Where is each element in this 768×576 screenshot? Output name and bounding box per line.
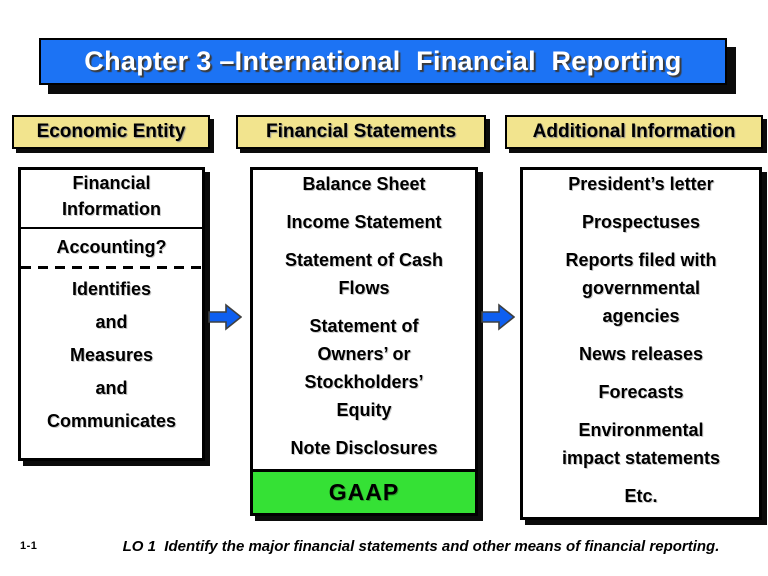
additional-information-list: President’s letter Prospectuses Reports … <box>523 170 759 510</box>
government-reports-line2: governmental <box>581 278 701 298</box>
financial-information-label: Financial Information <box>42 170 182 222</box>
forecasts-label: Forecasts <box>598 382 684 402</box>
dashed-divider <box>21 266 202 269</box>
header-additional-information: Additional Information <box>505 115 763 149</box>
list-item-etc: Etc. <box>523 482 759 510</box>
solid-divider <box>21 227 202 229</box>
financial-statements-list: Balance Sheet Income Statement Statement… <box>253 170 475 469</box>
note-disclosures-label: Note Disclosures <box>290 438 438 458</box>
list-item-government-reports: Reports filed with governmental agencies <box>523 246 759 330</box>
owners-equity-line1: Statement of <box>309 316 419 336</box>
header-economic-entity-label: Economic Entity <box>36 121 186 142</box>
action-and-2: and <box>95 378 128 398</box>
news-releases-label: News releases <box>578 344 704 364</box>
financial-information-line2: Information <box>62 199 161 219</box>
owners-equity-line4: Equity <box>336 400 392 420</box>
list-item-owners-equity: Statement of Owners’ or Stockholders’ Eq… <box>253 312 475 424</box>
action-and-1: and <box>95 312 128 332</box>
right-arrow-icon <box>481 303 515 331</box>
gaap-box: GAAP <box>253 469 475 513</box>
list-item-presidents-letter: President’s letter <box>523 170 759 198</box>
gaap-label: GAAP <box>328 479 400 505</box>
environmental-line1: Environmental <box>578 420 704 440</box>
financial-statements-panel: Balance Sheet Income Statement Statement… <box>250 167 478 516</box>
list-item-balance-sheet: Balance Sheet <box>253 170 475 198</box>
action-identifies: Identifies <box>71 279 151 299</box>
prospectuses-label: Prospectuses <box>581 212 701 232</box>
list-item-note-disclosures: Note Disclosures <box>253 434 475 462</box>
right-arrow-shape <box>208 303 242 331</box>
action-communicates: Communicates <box>46 411 177 431</box>
right-arrow-icon <box>208 303 242 331</box>
list-item-prospectuses: Prospectuses <box>523 208 759 236</box>
header-financial-statements-label: Financial Statements <box>265 121 457 142</box>
action-measures: Measures <box>69 345 154 365</box>
government-reports-line3: agencies <box>602 306 680 326</box>
learning-objective-text: LO 1 Identify the major financial statem… <box>122 538 720 555</box>
list-item-news-releases: News releases <box>523 340 759 368</box>
list-item-cash-flows: Statement of Cash Flows <box>253 246 475 302</box>
right-arrow-shape <box>481 303 515 331</box>
list-item-environmental-statements: Environmental impact statements <box>523 416 759 472</box>
accounting-question-label: Accounting? <box>56 237 167 257</box>
owners-equity-line3: Stockholders’ <box>304 372 424 392</box>
accounting-actions-list: Identifies and Measures and Communicates <box>21 269 202 434</box>
balance-sheet-label: Balance Sheet <box>302 174 426 194</box>
header-financial-statements: Financial Statements <box>236 115 486 149</box>
financial-information-line1: Financial <box>72 173 151 193</box>
cash-flows-line2: Flows <box>338 278 390 298</box>
economic-entity-panel: Financial Information Accounting? Identi… <box>18 167 205 461</box>
government-reports-line1: Reports filed with <box>565 250 717 270</box>
income-statement-label: Income Statement <box>286 212 442 232</box>
page-number: 1-1 <box>20 540 38 552</box>
additional-information-panel: President’s letter Prospectuses Reports … <box>520 167 762 520</box>
header-economic-entity: Economic Entity <box>12 115 210 149</box>
owners-equity-line2: Owners’ or <box>317 344 411 364</box>
slide-title-banner: Chapter 3 –International Financial Repor… <box>39 38 727 85</box>
slide-title: Chapter 3 –International Financial Repor… <box>84 46 682 76</box>
cash-flows-line1: Statement of Cash <box>284 250 444 270</box>
header-additional-information-label: Additional Information <box>532 121 736 142</box>
list-item-forecasts: Forecasts <box>523 378 759 406</box>
presidents-letter-label: President’s letter <box>568 174 714 194</box>
list-item-income-statement: Income Statement <box>253 208 475 236</box>
etc-label: Etc. <box>624 486 658 506</box>
environmental-line2: impact statements <box>561 448 721 468</box>
